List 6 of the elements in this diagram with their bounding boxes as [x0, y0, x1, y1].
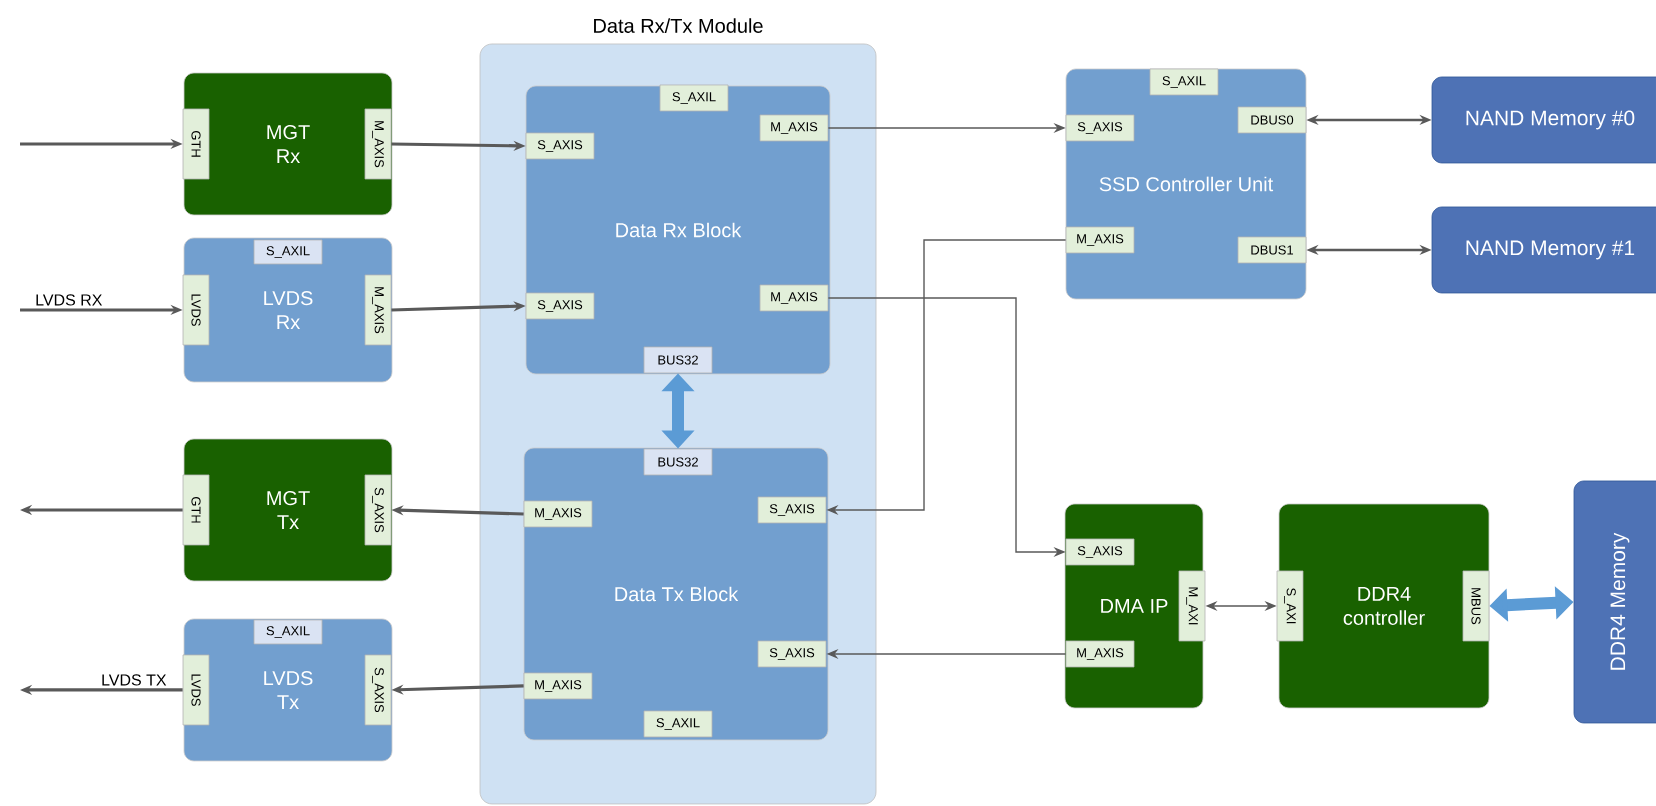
edge-label: LVDS RX: [36, 294, 103, 306]
edge-label: LVDS TX: [102, 674, 167, 686]
memory-box: NAND Memory #0: [1431, 76, 1656, 164]
node-label: Data Rx/Tx Module: [594, 18, 763, 33]
memory-box: DDR4 Memory: [1573, 480, 1656, 724]
memory-box: NAND Memory #1: [1431, 206, 1656, 294]
